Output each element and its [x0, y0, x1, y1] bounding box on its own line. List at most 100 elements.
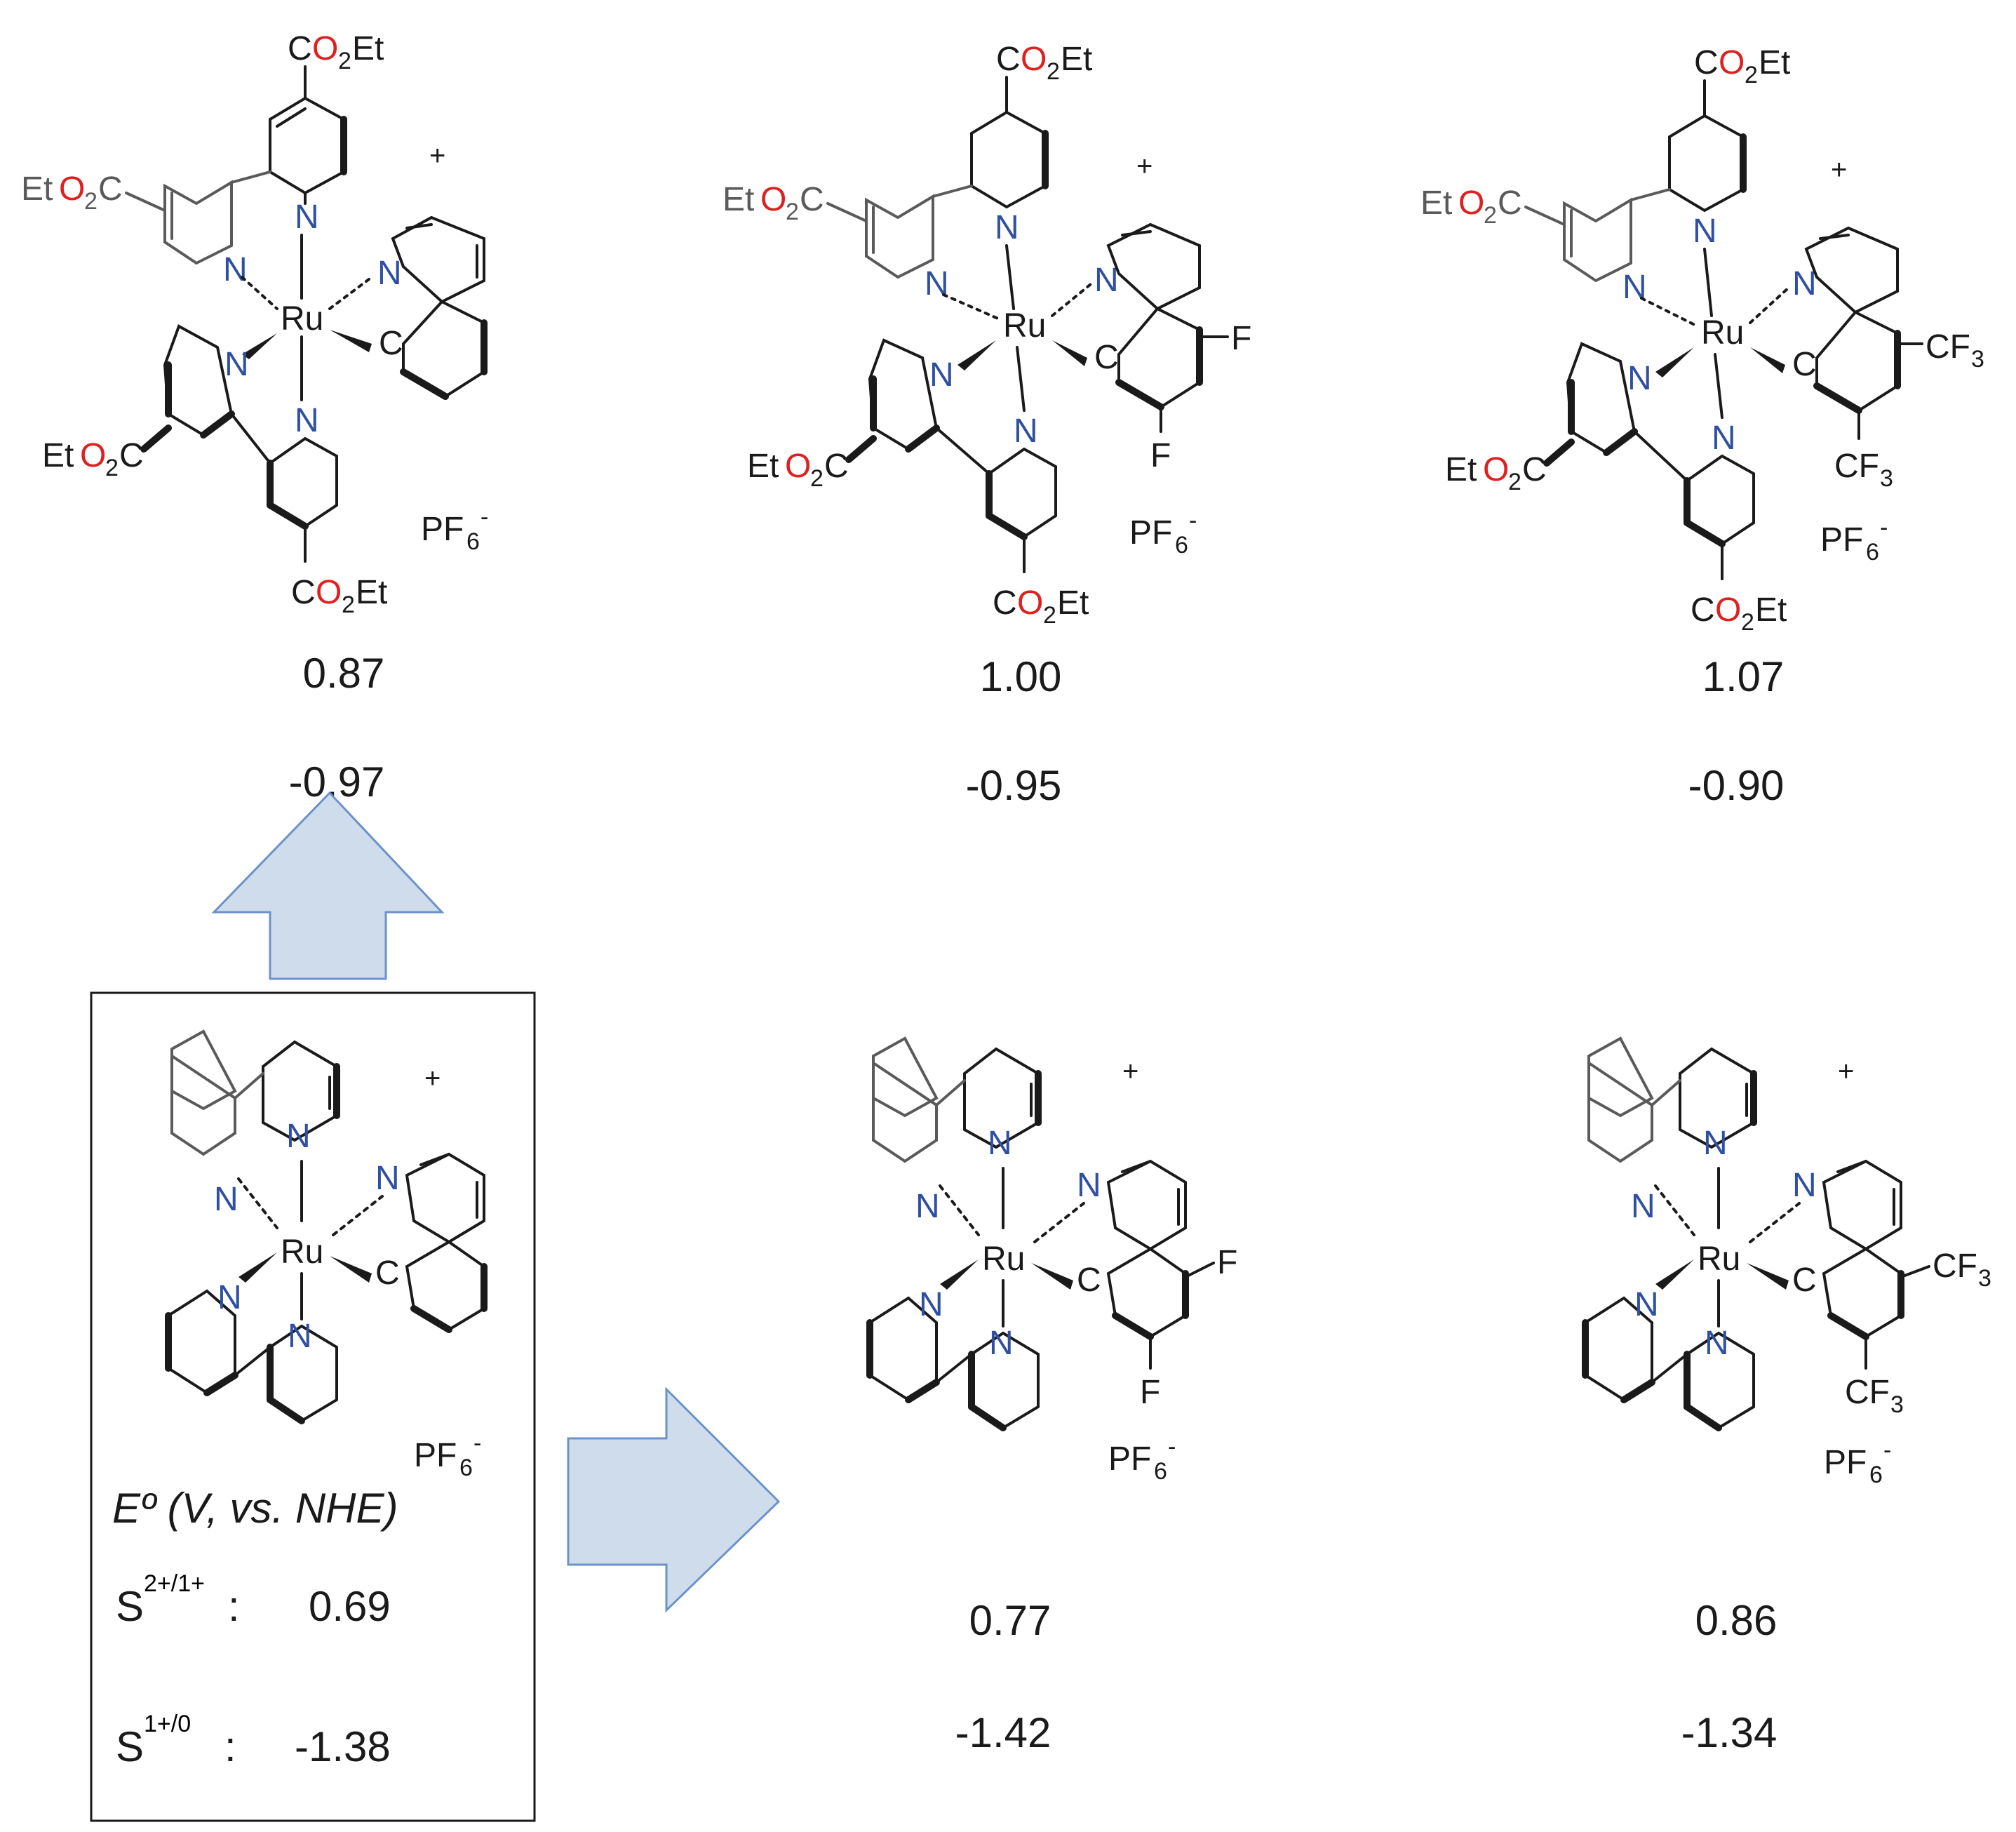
atom-c: C [1792, 1262, 1817, 1299]
atom-n: N [288, 1318, 312, 1355]
atom-n: N [1077, 1167, 1101, 1204]
superscript-minus: - [481, 504, 488, 530]
atom-n: N [988, 1125, 1012, 1162]
complex-top-1: C O 2 Et N N Et O 2 C Ru N C [21, 30, 488, 618]
atom-n: N [377, 255, 402, 292]
row-symbol: S [116, 1723, 144, 1770]
subscript-6: 6 [1154, 1458, 1167, 1485]
atom-ru: Ru [1003, 307, 1046, 345]
counterion-pf: PF [1824, 1444, 1867, 1481]
atom-o: O [1483, 451, 1509, 488]
subscript-3: 3 [1890, 1391, 1904, 1418]
complex-bottom-2: N N Ru N C N N CF 3 CF 3 + PF 6 - [1585, 1038, 1991, 1488]
subscript-2: 2 [338, 48, 351, 74]
subscript-3: 3 [1971, 346, 1984, 373]
atom-n: N [1705, 1325, 1729, 1362]
atom-n: N [989, 1325, 1014, 1362]
reference-row-1: S 2+/1+ : 0.69 [116, 1570, 391, 1630]
atom-n: N [1792, 265, 1817, 302]
row-colon: : [224, 1723, 236, 1770]
row-symbol: S [116, 1583, 144, 1630]
subscript-2: 2 [1508, 469, 1521, 495]
row-value: -1.38 [295, 1723, 391, 1770]
atom-et: Et [42, 437, 74, 474]
atom-o: O [59, 171, 85, 208]
atom-n: N [295, 402, 319, 439]
atom-c: C [1691, 591, 1715, 629]
atom-f: F [1231, 320, 1251, 357]
subscript-2: 2 [1745, 62, 1758, 88]
atom-n: N [1712, 420, 1736, 457]
ox-potential-top-3: 1.07 [1702, 653, 1785, 700]
atom-n: N [224, 346, 249, 383]
atom-et: Et [356, 574, 387, 611]
atom-et: Et [1759, 44, 1790, 81]
atom-c: C [1077, 1262, 1101, 1299]
atom-n: N [295, 199, 319, 236]
arrow-up [211, 791, 445, 980]
atom-n: N [1631, 1188, 1655, 1225]
atom-c: C [1094, 339, 1119, 376]
red-potential-top-3: -0.90 [1688, 762, 1785, 809]
atom-n: N [1014, 413, 1038, 450]
reference-heading: Eº (V, vs. NHE) [112, 1485, 398, 1532]
subscript-3: 3 [1978, 1265, 1991, 1292]
atom-n: N [223, 251, 248, 288]
subscript-2: 2 [105, 455, 119, 481]
atom-n: N [1634, 1286, 1659, 1323]
atom-et: Et [1057, 584, 1089, 622]
reference-box [90, 991, 536, 1822]
atom-n: N [995, 209, 1019, 246]
atom-n: N [286, 1118, 311, 1155]
atom-f: F [1150, 437, 1171, 474]
atom-f: F [1140, 1374, 1160, 1411]
counterion-pf: PF [1820, 521, 1863, 559]
red-potential-bottom-1: -1.42 [955, 1709, 1051, 1756]
row-colon: : [228, 1583, 240, 1630]
counterion-pf: PF [1129, 514, 1172, 551]
subscript-2: 2 [84, 188, 98, 215]
counterion-pf: PF [414, 1437, 457, 1474]
atom-et: Et [1445, 451, 1477, 488]
atom-o: O [760, 181, 786, 218]
atom-n: N [1792, 1167, 1817, 1204]
subscript-2: 2 [1043, 602, 1056, 629]
atom-et: Et [21, 171, 53, 208]
atom-ru: Ru [1698, 1241, 1740, 1278]
atom-et: Et [723, 181, 754, 218]
atom-c: C [1694, 44, 1719, 81]
atom-c: C [288, 30, 312, 67]
superscript-minus: - [473, 1430, 481, 1457]
superscript-minus: - [1880, 514, 1888, 541]
atom-c: C [1792, 346, 1817, 383]
ox-potential-bottom-1: 0.77 [969, 1597, 1051, 1644]
red-potential-top-1: -0.97 [289, 758, 385, 805]
ox-potential-bottom-2: 0.86 [1695, 1597, 1778, 1644]
row-superscript: 2+/1+ [144, 1570, 205, 1597]
atom-c: C [119, 437, 144, 474]
subscript-6: 6 [1175, 532, 1188, 559]
ox-potential-top-1: 0.87 [303, 650, 385, 697]
superscript-minus: - [1189, 507, 1197, 534]
atom-n: N [1627, 360, 1652, 397]
atom-n: N [1693, 213, 1717, 250]
complex-bottom-1: N N Ru N C N N F F + PF 6 - [870, 1038, 1237, 1485]
atom-ru: Ru [281, 300, 323, 337]
subscript-6: 6 [466, 528, 480, 555]
charge-plus: + [1136, 151, 1153, 182]
complex-reference: N N Ru N C N N + PF 6 - [168, 1031, 484, 1481]
arrow-right [567, 1386, 781, 1613]
atom-n: N [1094, 262, 1119, 299]
atom-o: O [316, 574, 342, 611]
complex-top-2: C O 2 Et N N Et O 2 C Ru N C F F N [723, 41, 1251, 629]
atom-n: N [1703, 1125, 1728, 1162]
subscript-6: 6 [1866, 539, 1879, 566]
atom-n: N [919, 1286, 943, 1323]
atom-n: N [217, 1279, 242, 1316]
subscript-2: 2 [1741, 609, 1754, 636]
atom-et: Et [747, 448, 779, 485]
atom-et: Et [1061, 41, 1092, 78]
atom-ru: Ru [1701, 314, 1744, 352]
atom-c: C [824, 448, 849, 485]
